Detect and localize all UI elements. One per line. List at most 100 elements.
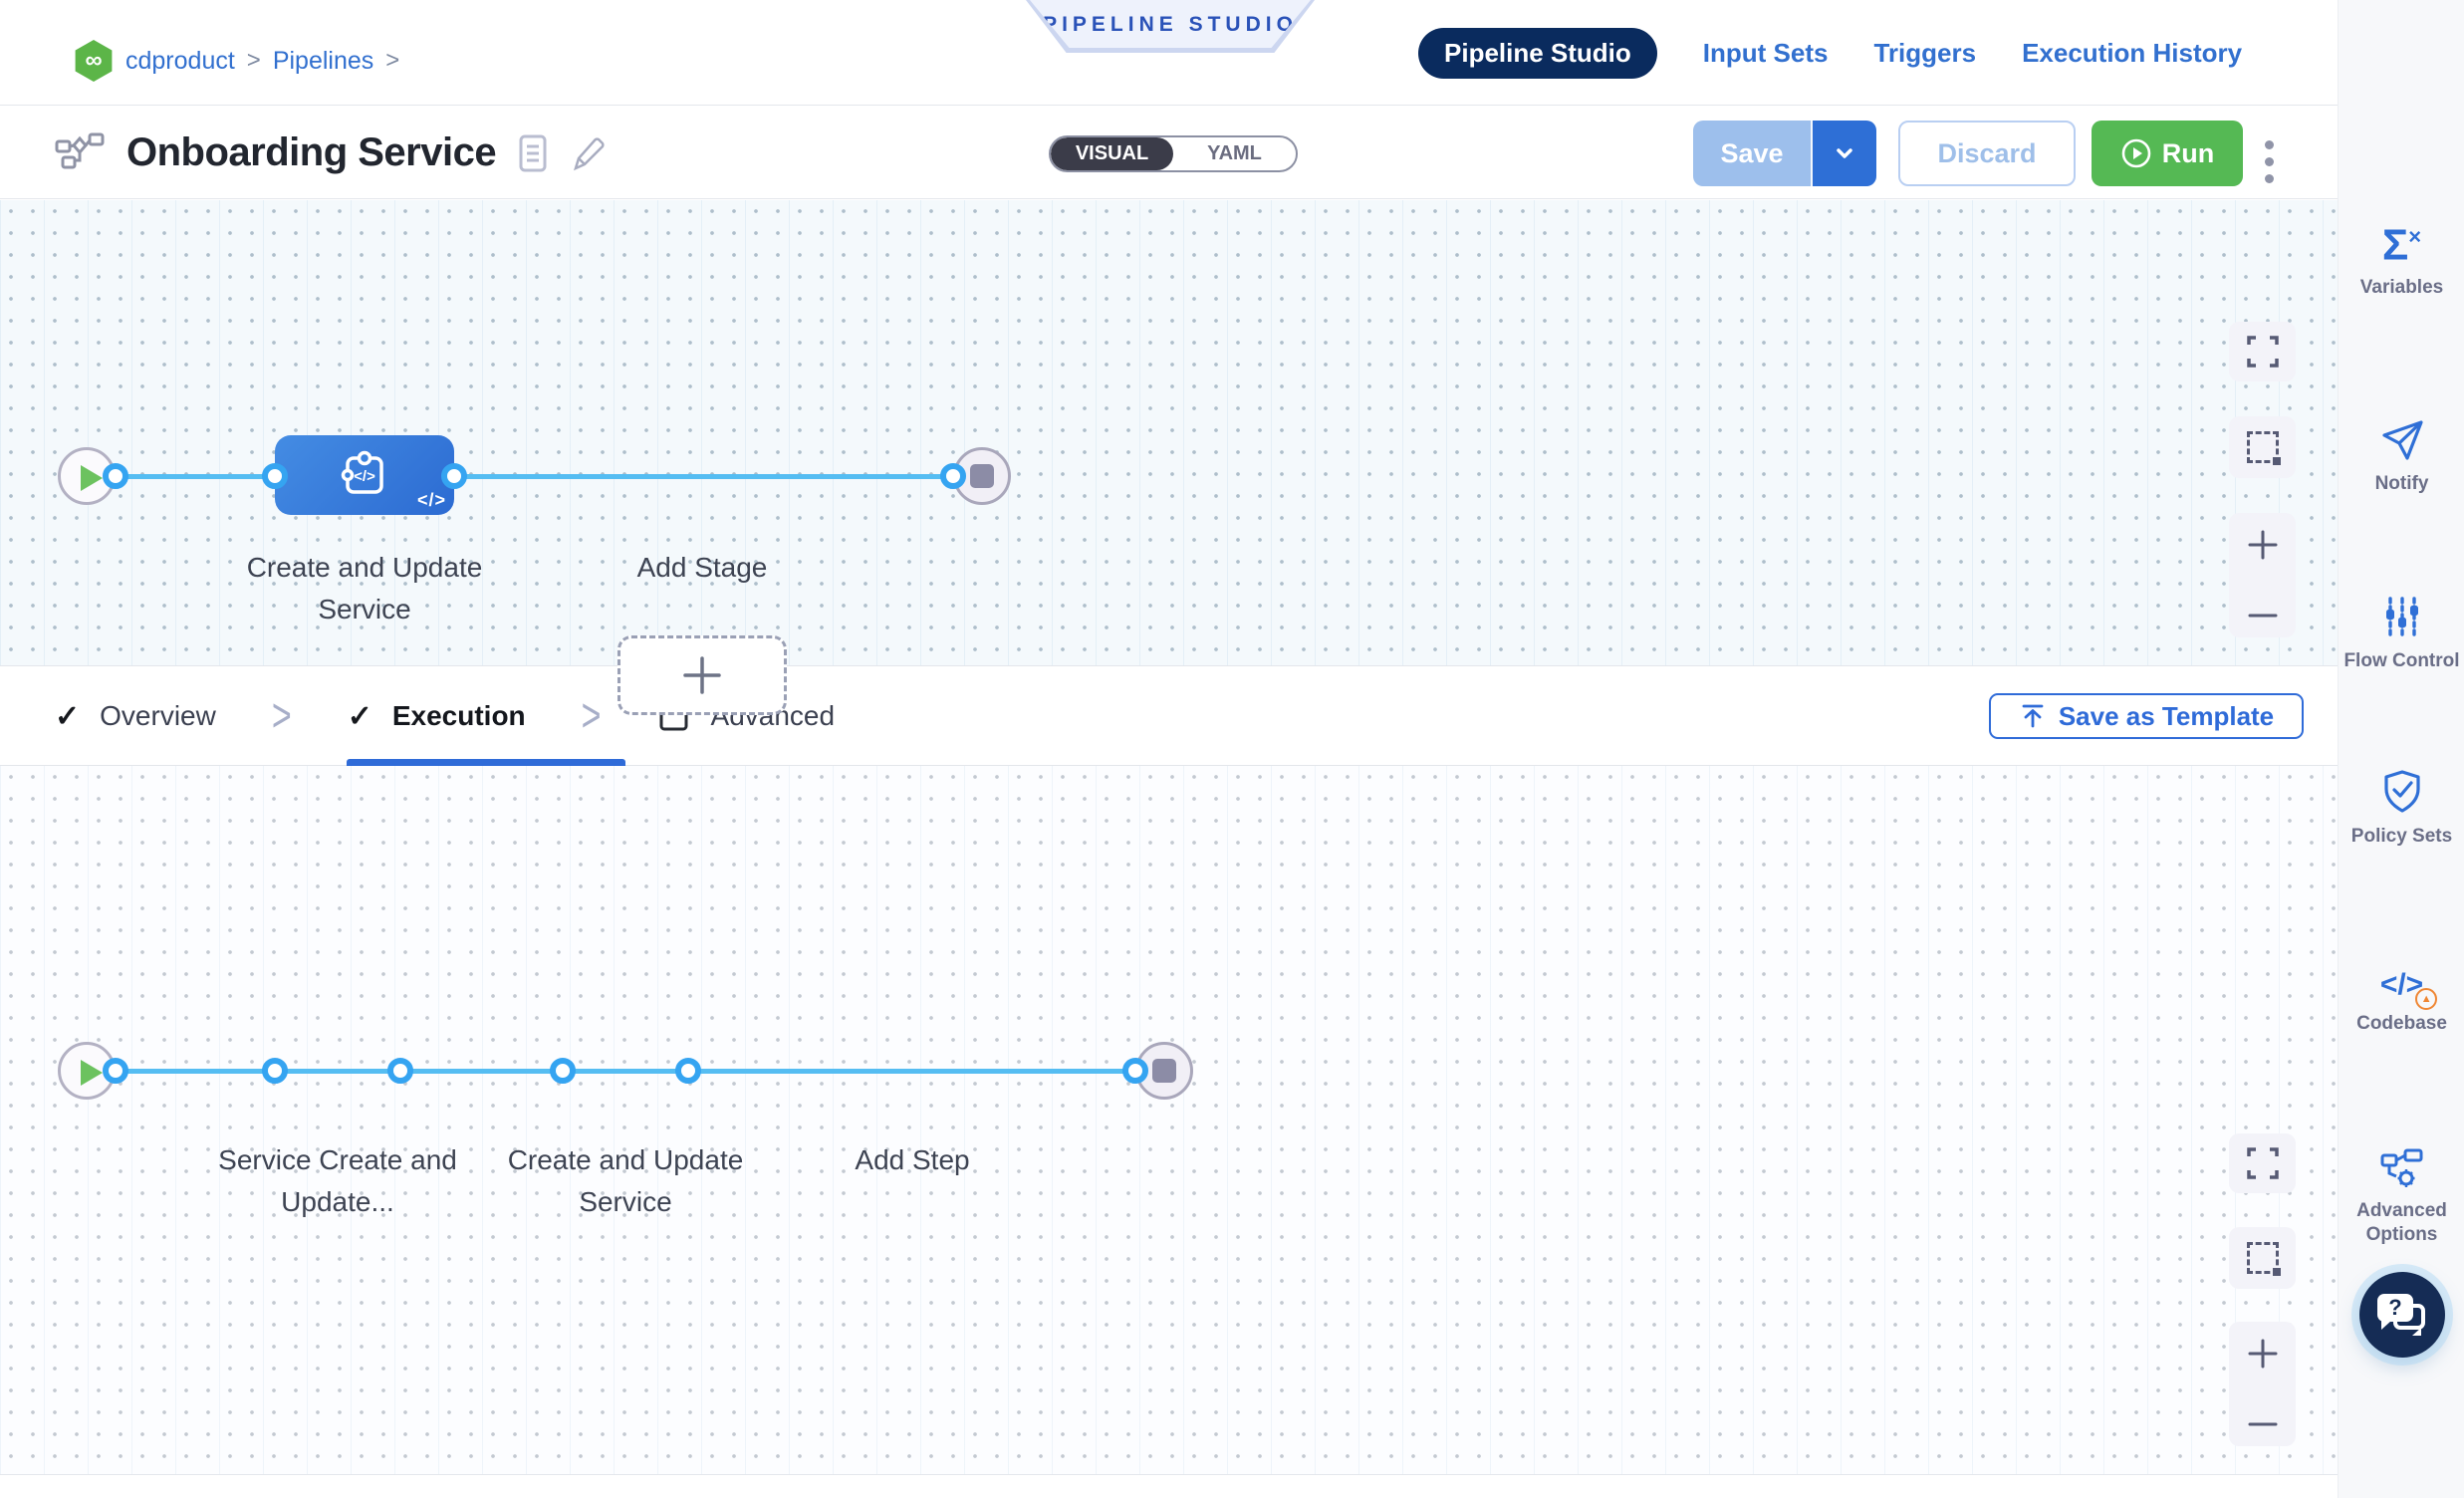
save-as-template-label: Save as Template bbox=[2058, 700, 2275, 731]
connector-dot bbox=[675, 1058, 701, 1084]
tab-pipeline-studio[interactable]: Pipeline Studio bbox=[1418, 27, 1657, 79]
fullscreen-icon[interactable] bbox=[2229, 322, 2296, 381]
page-title: Onboarding Service bbox=[126, 130, 497, 174]
sidebar-item-advanced-options[interactable]: Advanced Options bbox=[2339, 1147, 2464, 1247]
stage-node-create-update-service[interactable]: </> </> bbox=[275, 435, 454, 515]
code-warning-icon: </> ▲ bbox=[2380, 968, 2438, 1010]
connector-dot bbox=[940, 463, 966, 489]
document-icon[interactable] bbox=[518, 134, 548, 172]
save-options-button[interactable] bbox=[1811, 121, 1876, 186]
add-step-label: Add Step bbox=[855, 1144, 970, 1175]
breadcrumb-pipelines-link[interactable]: Pipelines bbox=[272, 46, 374, 75]
connector-dot bbox=[441, 463, 467, 489]
plus-icon bbox=[683, 656, 721, 694]
help-chat-button[interactable]: ? bbox=[2359, 1272, 2445, 1358]
sliders-icon bbox=[2385, 597, 2418, 638]
check-icon: ✓ bbox=[55, 699, 81, 733]
zoom-out-icon[interactable] bbox=[2247, 610, 2279, 622]
stage-tab-bar: ✓ Overview > ✓ Execution > Advanced bbox=[0, 665, 2338, 766]
pipeline-icon bbox=[55, 132, 105, 168]
tab-input-sets[interactable]: Input Sets bbox=[1702, 37, 1829, 68]
chevron-right-icon: > bbox=[581, 688, 602, 742]
stage-canvas: </> </> Create and Update Service Add St… bbox=[0, 200, 2338, 715]
breadcrumb: ∞ cdproduct > Pipelines > bbox=[74, 40, 399, 82]
zoom-out-icon[interactable] bbox=[2247, 1418, 2279, 1430]
breadcrumb-separator: > bbox=[246, 47, 261, 74]
check-icon: ✓ bbox=[347, 699, 372, 733]
connector-dot bbox=[550, 1058, 576, 1084]
sidebar-item-policy-sets[interactable]: Policy Sets bbox=[2339, 769, 2464, 849]
tab-execution-label: Execution bbox=[391, 700, 526, 731]
connector-dot bbox=[103, 463, 128, 489]
harness-logo-icon[interactable]: ∞ bbox=[75, 40, 113, 82]
connector-dot bbox=[103, 1058, 128, 1084]
connector-dot bbox=[262, 1058, 288, 1084]
pencil-icon[interactable] bbox=[570, 135, 606, 171]
pipeline-studio-badge: PIPELINE STUDIO bbox=[1030, 0, 1311, 48]
breadcrumb-separator: > bbox=[385, 47, 400, 74]
sidebar-item-variables[interactable]: Σ× Variables bbox=[2339, 217, 2464, 300]
connector-dot bbox=[262, 463, 288, 489]
sidebar-item-label: Flow Control bbox=[2343, 650, 2460, 671]
run-button[interactable]: Run bbox=[2092, 121, 2243, 186]
zoom-controls bbox=[2229, 513, 2296, 637]
flowchart-gear-icon bbox=[2380, 1148, 2422, 1187]
paper-plane-icon bbox=[2381, 420, 2423, 460]
play-icon bbox=[81, 1060, 103, 1086]
sidebar-item-label: Advanced Options bbox=[2356, 1200, 2447, 1245]
fullscreen-icon[interactable] bbox=[2229, 1133, 2296, 1193]
add-stage-label: Add Stage bbox=[636, 552, 768, 583]
step-label: Service Create and Update... bbox=[218, 1144, 457, 1217]
save-as-template-button[interactable]: Save as Template bbox=[1989, 693, 2304, 739]
connector-dot bbox=[387, 1058, 413, 1084]
stage-flow-line bbox=[87, 474, 955, 479]
chat-help-icon: ? bbox=[2377, 1294, 2413, 1330]
sidebar-item-label: Variables bbox=[2359, 276, 2444, 298]
step-label: Create and Update Service bbox=[507, 1144, 744, 1217]
right-sidebar: Σ× Variables Notify Flow Control Policy bbox=[2338, 0, 2464, 1498]
pipeline-start-node bbox=[58, 447, 116, 505]
execution-flow-line bbox=[87, 1069, 1137, 1074]
stop-icon bbox=[970, 464, 994, 488]
discard-button[interactable]: Discard bbox=[1898, 121, 2076, 186]
tab-execution-history[interactable]: Execution History bbox=[2022, 37, 2243, 68]
header-actions: Save Discard Run bbox=[1693, 121, 2243, 186]
zoom-in-icon[interactable] bbox=[2247, 529, 2279, 561]
visual-yaml-toggle: VISUAL YAML bbox=[1049, 135, 1298, 172]
toggle-visual[interactable]: VISUAL bbox=[1051, 137, 1173, 170]
infinity-glyph: ∞ bbox=[85, 47, 103, 74]
stage-code-badge: </> bbox=[416, 490, 446, 510]
sidebar-item-notify[interactable]: Notify bbox=[2339, 418, 2464, 496]
sidebar-item-codebase[interactable]: </> ▲ Codebase bbox=[2339, 968, 2464, 1036]
run-label: Run bbox=[2161, 137, 2215, 168]
connector-dot bbox=[1122, 1058, 1148, 1084]
play-circle-icon bbox=[2121, 138, 2151, 168]
stage-service-icon: </> bbox=[341, 450, 383, 494]
tab-triggers[interactable]: Triggers bbox=[1873, 37, 1977, 68]
tab-overview[interactable]: ✓ Overview bbox=[55, 699, 216, 734]
svg-text:</>: </> bbox=[354, 468, 375, 485]
tab-overview-label: Overview bbox=[100, 700, 216, 731]
zoom-controls bbox=[2229, 1322, 2296, 1446]
stop-icon bbox=[1152, 1059, 1176, 1083]
shield-check-icon bbox=[2383, 770, 2420, 813]
add-stage-button[interactable] bbox=[617, 635, 787, 715]
bottom-strip bbox=[0, 1474, 2338, 1498]
sidebar-item-flow-control[interactable]: Flow Control bbox=[2339, 596, 2464, 673]
sidebar-item-label: Policy Sets bbox=[2350, 826, 2453, 847]
marquee-select-icon[interactable] bbox=[2229, 1227, 2296, 1289]
tab-execution[interactable]: ✓ Execution bbox=[348, 699, 526, 734]
active-tab-underline bbox=[347, 759, 625, 766]
play-icon bbox=[81, 465, 103, 491]
marquee-select-icon[interactable] bbox=[2229, 416, 2296, 478]
zoom-in-icon[interactable] bbox=[2247, 1338, 2279, 1370]
sidebar-item-label: Notify bbox=[2374, 473, 2429, 494]
kebab-menu-icon[interactable] bbox=[2259, 134, 2280, 189]
execution-end-node bbox=[1135, 1042, 1193, 1100]
save-button[interactable]: Save bbox=[1693, 121, 1811, 186]
pipeline-header: Onboarding Service VISUAL YAML Save Disc… bbox=[0, 107, 2338, 199]
toggle-yaml[interactable]: YAML bbox=[1207, 142, 1262, 164]
stage-label: Create and Update Service bbox=[246, 552, 483, 624]
breadcrumb-project-link[interactable]: cdproduct bbox=[125, 46, 235, 75]
